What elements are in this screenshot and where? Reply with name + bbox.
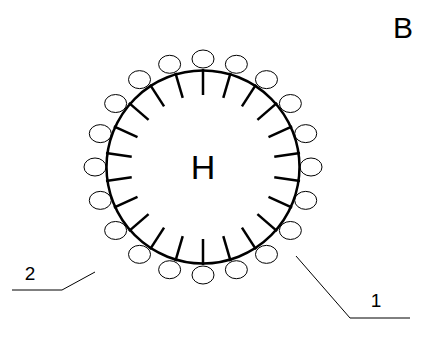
- head-circle: [225, 55, 247, 73]
- head-circle: [89, 125, 111, 143]
- head-circle: [129, 245, 151, 263]
- region-label: В: [393, 13, 413, 43]
- tail-line: [150, 85, 164, 107]
- tail-line: [129, 214, 149, 231]
- tail-line: [114, 197, 138, 208]
- tail-line: [175, 73, 182, 98]
- head-circle: [255, 245, 277, 263]
- head-circle: [159, 261, 181, 279]
- tail-line: [175, 236, 182, 261]
- region-label: Н: [191, 150, 216, 184]
- leader-line: [296, 256, 410, 318]
- tail-line: [268, 197, 292, 208]
- tail-line: [274, 177, 300, 181]
- tail-line: [106, 153, 132, 157]
- head-circle: [105, 221, 127, 239]
- head-circle: [129, 71, 151, 89]
- tail-line: [202, 69, 205, 95]
- callout-number: 2: [25, 264, 36, 283]
- tail-line: [150, 228, 164, 250]
- tail-line: [274, 153, 300, 157]
- head-circle: [255, 71, 277, 89]
- head-circle: [295, 125, 317, 143]
- tail-line: [129, 103, 149, 120]
- callout-number: 1: [371, 291, 382, 310]
- membrane-circle: Н: [105, 69, 301, 265]
- head-circle: [279, 95, 301, 113]
- tail-line: [242, 85, 256, 107]
- head-circle: [89, 191, 111, 209]
- head-circle: [225, 261, 247, 279]
- head-circle: [105, 95, 127, 113]
- tail-line: [202, 239, 205, 265]
- tail-line: [223, 73, 230, 98]
- head-circle: [295, 191, 317, 209]
- leader-line: [12, 272, 95, 290]
- tail-line: [257, 214, 277, 231]
- head-circle: [192, 266, 214, 284]
- tail-line: [223, 236, 230, 261]
- tail-line: [268, 126, 292, 137]
- head-circle: [192, 50, 214, 68]
- tail-line: [106, 177, 132, 181]
- head-circle: [159, 55, 181, 73]
- head-circle: [300, 158, 322, 176]
- head-circle: [279, 221, 301, 239]
- tail-line: [114, 126, 138, 137]
- tail-line: [242, 228, 256, 250]
- head-circle: [84, 158, 106, 176]
- tail-line: [257, 103, 277, 120]
